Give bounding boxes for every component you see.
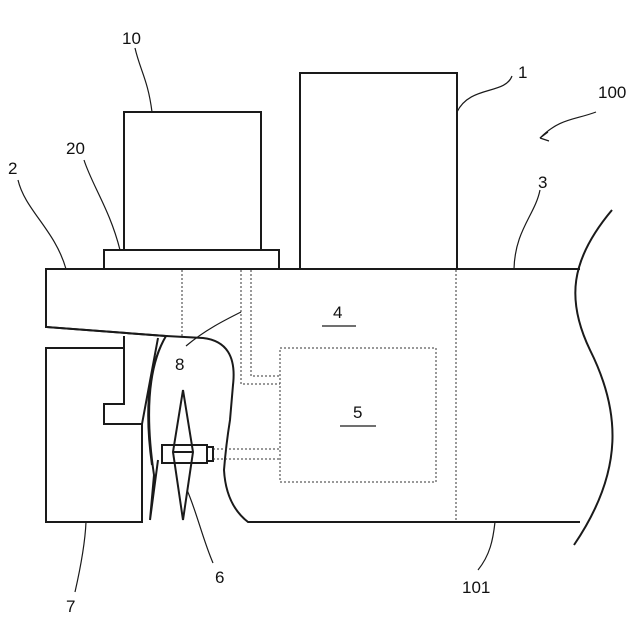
label-10: 10	[122, 29, 141, 48]
propeller-hub	[162, 445, 207, 463]
leader-7	[75, 522, 86, 592]
label-100: 100	[598, 83, 626, 102]
leader-6	[187, 490, 213, 563]
leader-2	[18, 180, 66, 269]
shaft-coupling	[207, 447, 213, 461]
label-3: 3	[538, 173, 547, 192]
cable-run-outer	[241, 270, 280, 384]
label-5: 5	[353, 403, 362, 422]
label-1: 1	[518, 63, 527, 82]
propeller-6	[173, 390, 193, 520]
engine-block-10	[124, 112, 261, 250]
label-4: 4	[333, 303, 342, 322]
label-101: 101	[462, 578, 490, 597]
leader-100	[540, 112, 596, 138]
label-6: 6	[215, 568, 224, 587]
label-7: 7	[66, 597, 75, 616]
cable-run-inner	[251, 270, 280, 376]
label-2: 2	[8, 159, 17, 178]
label-20: 20	[66, 139, 85, 158]
leader-10	[135, 48, 152, 112]
break-line	[574, 210, 613, 545]
block-1	[300, 73, 457, 269]
base-plate-20	[104, 250, 279, 269]
skeg-housing	[166, 336, 580, 522]
leader-20	[84, 160, 120, 250]
rudder-7	[46, 348, 142, 522]
leader-1	[457, 76, 512, 112]
leader-3	[514, 190, 540, 269]
stern-overhang	[46, 269, 166, 336]
label-8: 8	[175, 355, 184, 374]
leader-101	[478, 522, 495, 570]
